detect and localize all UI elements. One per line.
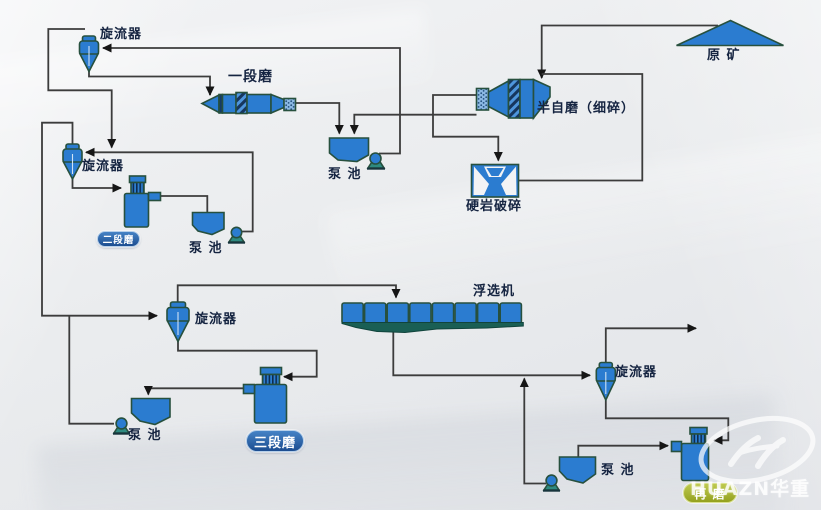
- cyclone-4-icon: [595, 361, 617, 402]
- mill2-badge: 二段磨: [97, 231, 140, 247]
- cyclone2-label: 旋流器: [82, 159, 125, 174]
- mill3-badge: 三段磨: [246, 430, 304, 452]
- line-cyclone2-overflow-to-cyclone3: [41, 121, 158, 321]
- equipment-layer: [62, 19, 784, 492]
- pump-pool-4-icon: [542, 456, 597, 492]
- pump-pool4-label: 泵 池: [601, 463, 635, 478]
- mill2-icon: [123, 175, 162, 228]
- line-mill3-to-pumppool3: [143, 386, 244, 396]
- line-cyclone2-underflow-to-mill2: [71, 177, 122, 193]
- line-cyclone1-underflow-to-mill1: [88, 71, 215, 96]
- line-mill2-to-pumppool2: [160, 195, 209, 213]
- line-pump4-to-cyclone4-feed: [519, 377, 546, 485]
- sag-mill-label: 半自磨（细碎）: [537, 101, 636, 116]
- raw-ore-icon: [676, 19, 784, 47]
- cyclone-1-icon: [78, 35, 100, 74]
- cyclone4-label: 旋流器: [615, 365, 658, 380]
- cyclone-3-icon: [166, 301, 190, 344]
- line-cyclone4-underflow-to-regrind: [604, 400, 730, 445]
- line-cyclone4-overflow-final: [604, 323, 697, 362]
- line-sag-to-crusher: [432, 94, 503, 162]
- huazn-watermark-text: HUAZN华重: [690, 478, 811, 500]
- regrind-badge: 再 磨: [683, 483, 737, 503]
- flotation-hull: [341, 322, 524, 334]
- mill1-icon: [200, 91, 297, 115]
- line-cyclone3-underflow-to-mill3: [177, 341, 318, 382]
- cyclone-2-icon: [62, 143, 83, 181]
- line-pump1-to-cyclone1: [102, 43, 401, 155]
- line-flotation-to-cyclone4: [392, 329, 591, 380]
- line-pumppool4-to-regrind: [577, 441, 669, 457]
- pump-pool-2-icon: [191, 211, 246, 244]
- line-cyclone1-overflow: [47, 28, 117, 149]
- regrind-mill-icon: [670, 426, 710, 482]
- pump-pool3-label: 泵 池: [128, 428, 162, 443]
- line-mill1-to-pumppool1: [295, 102, 344, 135]
- huazn-logo-watermark: [698, 416, 816, 484]
- line-raw-ore-to-sag: [537, 24, 718, 79]
- pump-pool1-label: 泵 池: [328, 167, 362, 182]
- line-pump3-to-cyclone3-feed: [68, 315, 114, 425]
- sag-mill-icon: [475, 78, 551, 121]
- cyclone3-label: 旋流器: [195, 312, 238, 327]
- crusher-icon: [470, 163, 520, 198]
- line-pump2-to-cyclone2: [85, 147, 254, 233]
- raw-ore-label: 原 矿: [707, 48, 741, 63]
- line-crusher-return: [518, 73, 644, 182]
- mill1-label: 一段磨: [228, 69, 273, 85]
- pump-pool-1-icon: [328, 137, 386, 170]
- line-sag-to-pumppool1: [349, 113, 477, 135]
- cyclone1-label: 旋流器: [100, 27, 143, 42]
- line-cyclone3-overflow-to-flotation: [176, 284, 401, 303]
- pump-pool-3-icon: [112, 397, 171, 435]
- flotation-label: 浮选机: [473, 284, 516, 299]
- crusher-label: 硬岩破碎: [466, 199, 523, 214]
- mill3-icon: [242, 366, 288, 424]
- flow-lines: [41, 24, 730, 485]
- flotation-machine-icon: [341, 302, 524, 334]
- pump-pool2-label: 泵 池: [189, 241, 223, 256]
